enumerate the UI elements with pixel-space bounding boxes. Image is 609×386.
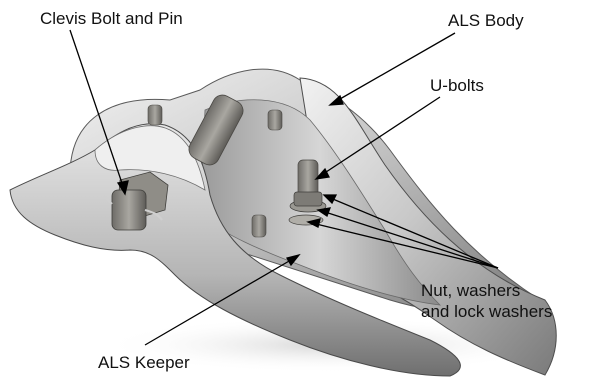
u-bolt-left-post	[252, 215, 266, 237]
label-nut-washers: Nut, washers and lock washers	[421, 280, 552, 322]
label-clevis-bolt-and-pin: Clevis Bolt and Pin	[40, 8, 183, 29]
label-als-body: ALS Body	[448, 10, 524, 31]
label-nut-washers-line1: Nut, washers	[421, 280, 552, 301]
label-u-bolts: U-bolts	[430, 75, 484, 96]
rear-post-right	[268, 110, 282, 130]
hex-nut	[294, 192, 322, 206]
label-als-keeper: ALS Keeper	[98, 352, 190, 373]
clevis-bolt	[112, 190, 146, 230]
rear-post-left	[148, 105, 162, 125]
label-nut-washers-line2: and lock washers	[421, 301, 552, 322]
